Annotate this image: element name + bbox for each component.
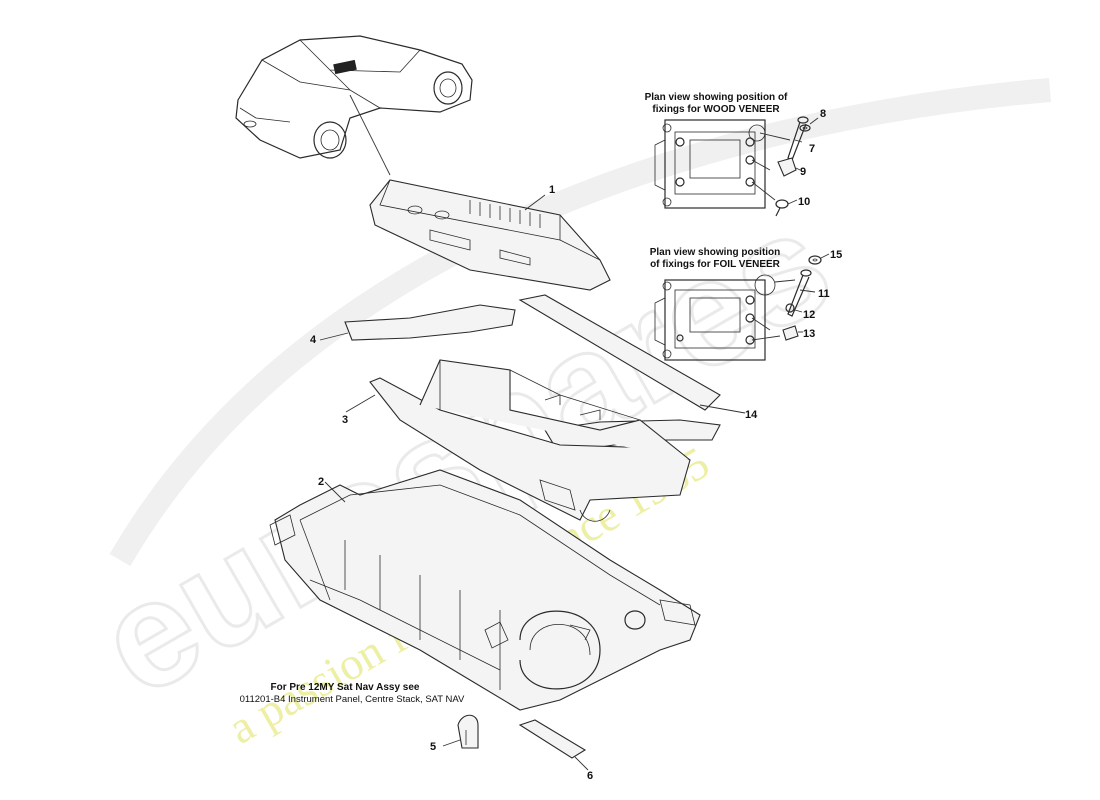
part-5-clip: [442, 714, 479, 749]
sat-nav-note-line2: 011201-B4 Instrument Panel, Centre Stack…: [240, 694, 465, 705]
part-number-labels: 1 2 3 4 5 6 7 8 9 10 11 12 13 14 15: [310, 108, 842, 782]
label-7: 7: [809, 143, 815, 155]
wood-veneer-caption: Plan view showing position of fixings fo…: [645, 92, 788, 115]
label-14: 14: [745, 409, 758, 421]
label-5: 5: [430, 741, 436, 753]
part-11-bolt: [787, 269, 816, 317]
part-15-washer: [808, 253, 830, 265]
foil-veneer-caption-line2: of fixings for FOIL VENEER: [650, 259, 781, 270]
sat-nav-note: For Pre 12MY Sat Nav Assy see 011201-B4 …: [240, 682, 465, 705]
wood-veneer-caption-line1: Plan view showing position of: [645, 92, 788, 103]
label-11: 11: [818, 288, 830, 300]
label-10: 10: [798, 196, 810, 208]
part-10-screw: [775, 199, 798, 217]
label-3: 3: [342, 414, 348, 426]
part-1-lid: [369, 179, 611, 291]
part-12-clip: [785, 303, 803, 313]
label-1: 1: [549, 184, 555, 196]
wood-veneer-plan-view: [654, 119, 791, 209]
label-8: 8: [820, 108, 826, 120]
part-9-clip: [777, 157, 801, 177]
label-2: 2: [318, 476, 324, 488]
part-3-inner-tray: [345, 359, 691, 522]
part-4-trim-strip: [319, 304, 516, 341]
part-6-pad: [518, 719, 589, 771]
label-15: 15: [830, 249, 842, 261]
car-thumbnail: [235, 35, 473, 176]
foil-veneer-caption: Plan view showing position of fixings fo…: [650, 247, 781, 270]
sat-nav-note-line1: For Pre 12MY Sat Nav Assy see: [271, 682, 420, 693]
part-2-housing: [269, 469, 701, 711]
label-13: 13: [803, 328, 815, 340]
part-13-screw: [782, 325, 803, 341]
wood-veneer-caption-line2: fixings for WOOD VENEER: [652, 104, 780, 115]
label-9: 9: [800, 166, 806, 178]
foil-veneer-caption-line1: Plan view showing position: [650, 247, 781, 258]
label-4: 4: [310, 334, 317, 346]
label-12: 12: [803, 309, 815, 321]
label-6: 6: [587, 770, 593, 782]
foil-veneer-plan-view: [654, 274, 796, 361]
